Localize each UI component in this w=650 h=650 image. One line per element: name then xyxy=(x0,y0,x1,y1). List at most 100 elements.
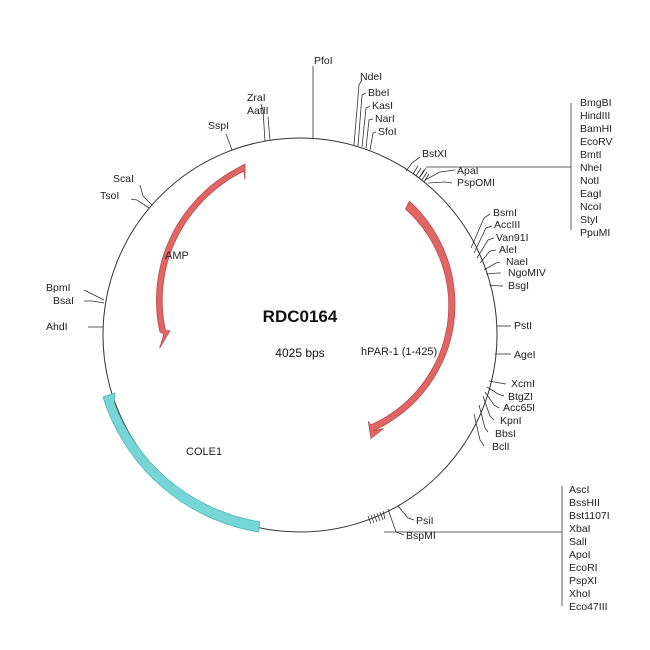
mcs-bottom-item: BssHII xyxy=(569,497,600,509)
mcs-top-item: BmtI xyxy=(580,149,602,161)
site-label-bbei: BbeI xyxy=(368,87,390,99)
site-tick-naei xyxy=(483,261,501,271)
site-group-sspi: SspI xyxy=(208,120,233,151)
mcs-bottom-list: AscI BssHII Bst1107I XbaI SalI ApoI EcoR… xyxy=(569,484,610,613)
site-label-bpmi: BpmI xyxy=(46,282,71,294)
site-label-bsmi: BsmI xyxy=(493,207,517,219)
mcs-top-item: HindIII xyxy=(580,110,610,122)
feature-amp[interactable]: AMP xyxy=(155,163,246,349)
site-group-scai: ScaI TsoI xyxy=(100,173,153,209)
mcs-top-tick-4 xyxy=(421,171,428,181)
site-label-nari: NarI xyxy=(375,113,395,125)
site-tick-scai xyxy=(139,184,153,206)
plasmid-name: RDC0164 xyxy=(263,307,338,326)
site-label-zrai: ZraI xyxy=(247,92,266,104)
site-label-van91i: Van91I xyxy=(496,232,529,244)
feature-cole1-block xyxy=(102,392,261,533)
site-group-psti: PstI AgeI xyxy=(495,320,536,361)
site-tick-pspomi xyxy=(427,181,453,184)
site-tick-kpni xyxy=(482,395,495,421)
site-tick-acciii xyxy=(473,225,493,254)
site-tick-nari xyxy=(365,118,374,149)
mcs-bottom-item: PspXI xyxy=(569,575,597,587)
site-tick-bcli xyxy=(473,413,485,447)
site-label-bsai: BsaI xyxy=(53,295,74,307)
site-tick-bsai xyxy=(84,300,105,304)
mcs-top-item: NotI xyxy=(580,175,599,187)
site-tick-aatii xyxy=(267,116,271,141)
site-label-naei: NaeI xyxy=(506,256,528,268)
mcs-top-item: EcoRV xyxy=(580,136,613,148)
site-label-ndei: NdeI xyxy=(360,71,382,83)
mcs-top-item: BamHI xyxy=(580,123,612,135)
site-label-acc65i: Acc65I xyxy=(503,402,535,414)
mcs-bottom-item: Eco47III xyxy=(569,601,608,613)
site-tick-acc65i xyxy=(484,391,500,409)
mcs-top-item: BmgBI xyxy=(580,97,612,109)
site-label-acciii: AccIII xyxy=(494,219,520,231)
mcs-bottom-tick-6 xyxy=(382,510,386,520)
feature-cole1[interactable]: COLE1 xyxy=(102,392,261,533)
site-tick-bbei xyxy=(357,92,367,147)
site-group-psii: PsiI BspMI xyxy=(367,486,563,606)
site-label-psti: PstI xyxy=(514,320,532,332)
mcs-bottom-item: EcoRI xyxy=(569,562,598,574)
site-label-sspi: SspI xyxy=(208,120,229,132)
site-group-pfoi: PfoI xyxy=(312,55,333,139)
site-tick-xcmi xyxy=(488,380,507,385)
site-group-bpmi: BpmI BsaI AhdI xyxy=(46,282,105,333)
site-label-bcli: BclI xyxy=(492,441,510,453)
site-tick-bbsi xyxy=(478,404,489,433)
site-tick-bpmi xyxy=(83,289,105,301)
site-tick-bstxi xyxy=(405,156,421,172)
site-tick-van91i xyxy=(476,237,495,259)
feature-hpar1-arrow xyxy=(367,200,456,440)
site-tick-zrai xyxy=(260,103,266,142)
site-tick-sfoi xyxy=(369,131,377,151)
site-tick-tsoi xyxy=(130,198,150,209)
mcs-bottom-tick-2 xyxy=(370,514,375,524)
mcs-top-item: EagI xyxy=(580,188,602,200)
feature-amp-label: AMP xyxy=(165,250,189,262)
site-tick-bsgi xyxy=(488,284,503,287)
feature-hpar1-label: hPAR-1 (1-425) xyxy=(361,346,437,358)
site-tick-ndei xyxy=(353,79,363,146)
site-label-tsoi: TsoI xyxy=(100,190,119,202)
site-label-bstxi: BstXI xyxy=(422,148,447,160)
site-tick-sspi xyxy=(225,133,233,151)
site-label-bsgi: BsgI xyxy=(508,280,529,292)
site-label-alei: AleI xyxy=(499,244,517,256)
mcs-top-tick-6 xyxy=(419,167,427,178)
mcs-bottom-tick-1 xyxy=(367,515,372,525)
site-tick-ngomiv xyxy=(485,272,501,275)
site-tick-btgzi xyxy=(486,386,505,397)
site-label-kasi: KasI xyxy=(372,100,393,112)
mcs-bottom-tick-5 xyxy=(379,511,384,521)
mcs-bottom-item: XbaI xyxy=(569,523,591,535)
feature-amp-arrow xyxy=(155,163,246,349)
mcs-top-item: NcoI xyxy=(580,201,602,213)
site-group-xcmi: XcmI BtgZI Acc65I KpnI BbsI BclI xyxy=(473,378,535,453)
mcs-top-tick-5 xyxy=(423,173,430,183)
mcs-top-tick-2 xyxy=(415,167,422,177)
site-tick-apai xyxy=(424,169,456,181)
mcs-top-list: BmgBI HindIII BamHI EcoRV BmtI NheI NotI… xyxy=(580,97,613,239)
site-label-ahdi: AhdI xyxy=(46,321,68,333)
site-label-kpni: KpnI xyxy=(500,415,522,427)
site-label-sfoi: SfoI xyxy=(378,126,397,138)
site-group-bsmi: BsmI AccIII Van91I AleI NaeI NgoMIV BsgI xyxy=(470,207,546,292)
site-label-scai: ScaI xyxy=(113,173,134,185)
site-label-apai: ApaI xyxy=(457,165,479,177)
mcs-bottom-item: SalI xyxy=(569,536,587,548)
mcs-bottom-item: Bst1107I xyxy=(569,510,610,522)
mcs-bottom-tick-3 xyxy=(373,513,378,523)
mcs-bottom-item: AscI xyxy=(569,484,589,496)
feature-hpar1[interactable]: hPAR-1 (1-425) xyxy=(361,200,456,440)
site-label-pfoi: PfoI xyxy=(314,55,333,67)
site-label-xcmi: XcmI xyxy=(511,378,535,390)
site-label-bbsi: BbsI xyxy=(495,428,516,440)
site-tick-kasi xyxy=(361,105,371,148)
mcs-bottom-item: ApoI xyxy=(569,549,591,561)
plasmid-size: 4025 bps xyxy=(275,346,324,360)
